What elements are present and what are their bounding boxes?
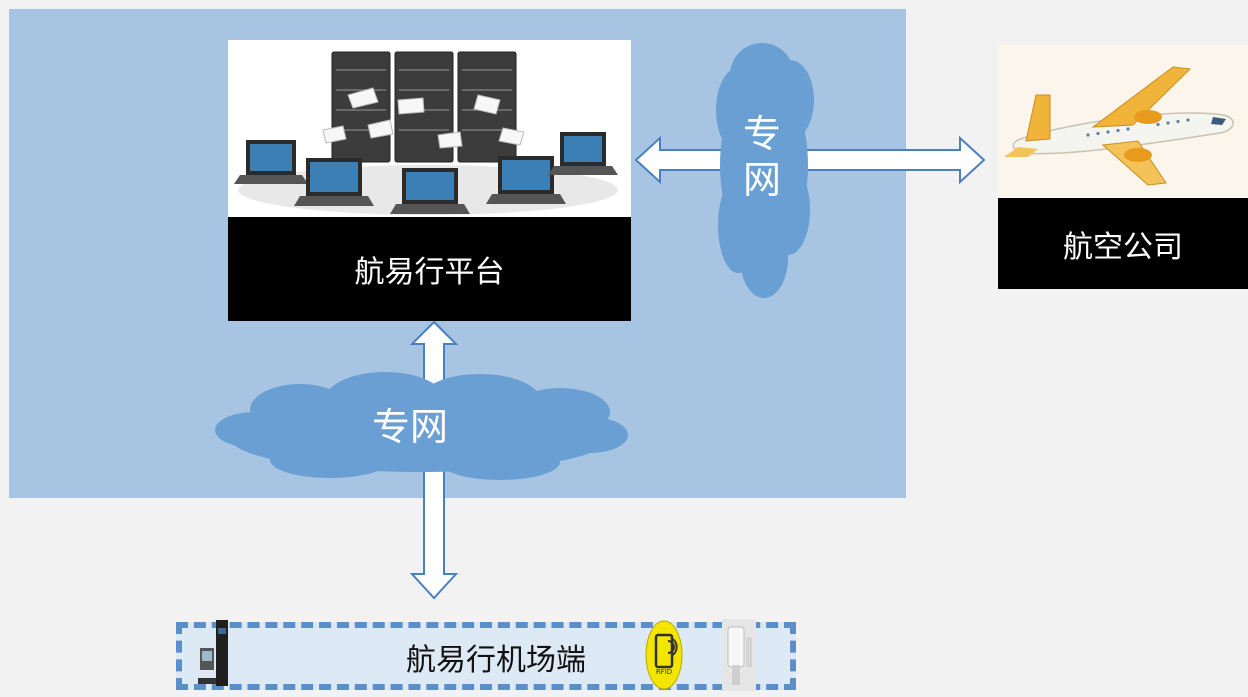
airline-label: 航空公司 [998,198,1248,289]
rfid-icon: RFID [644,619,684,691]
server-network-icon [228,40,631,217]
airplane-icon [998,45,1248,198]
airport-label: 航易行机场端 [406,643,586,678]
cloud-bottom-shape [215,372,628,480]
cloud-right-line1: 专 [742,112,781,156]
platform-node: 航易行平台 [228,40,631,321]
cloud-bottom-label: 专网 [371,405,448,449]
airline-node: 航空公司 [998,45,1248,289]
airport-node [176,622,796,690]
platform-label: 航易行平台 [228,217,631,321]
cloud-right-shape [716,43,814,298]
svg-text:RFID: RFID [656,668,672,676]
kiosk-icon [196,618,232,690]
arrow-platform-airline [634,135,986,185]
cloud-right-line2: 网 [742,157,781,202]
scanner-icon [720,617,758,693]
cloud-right-label: 专 网 [722,112,802,203]
